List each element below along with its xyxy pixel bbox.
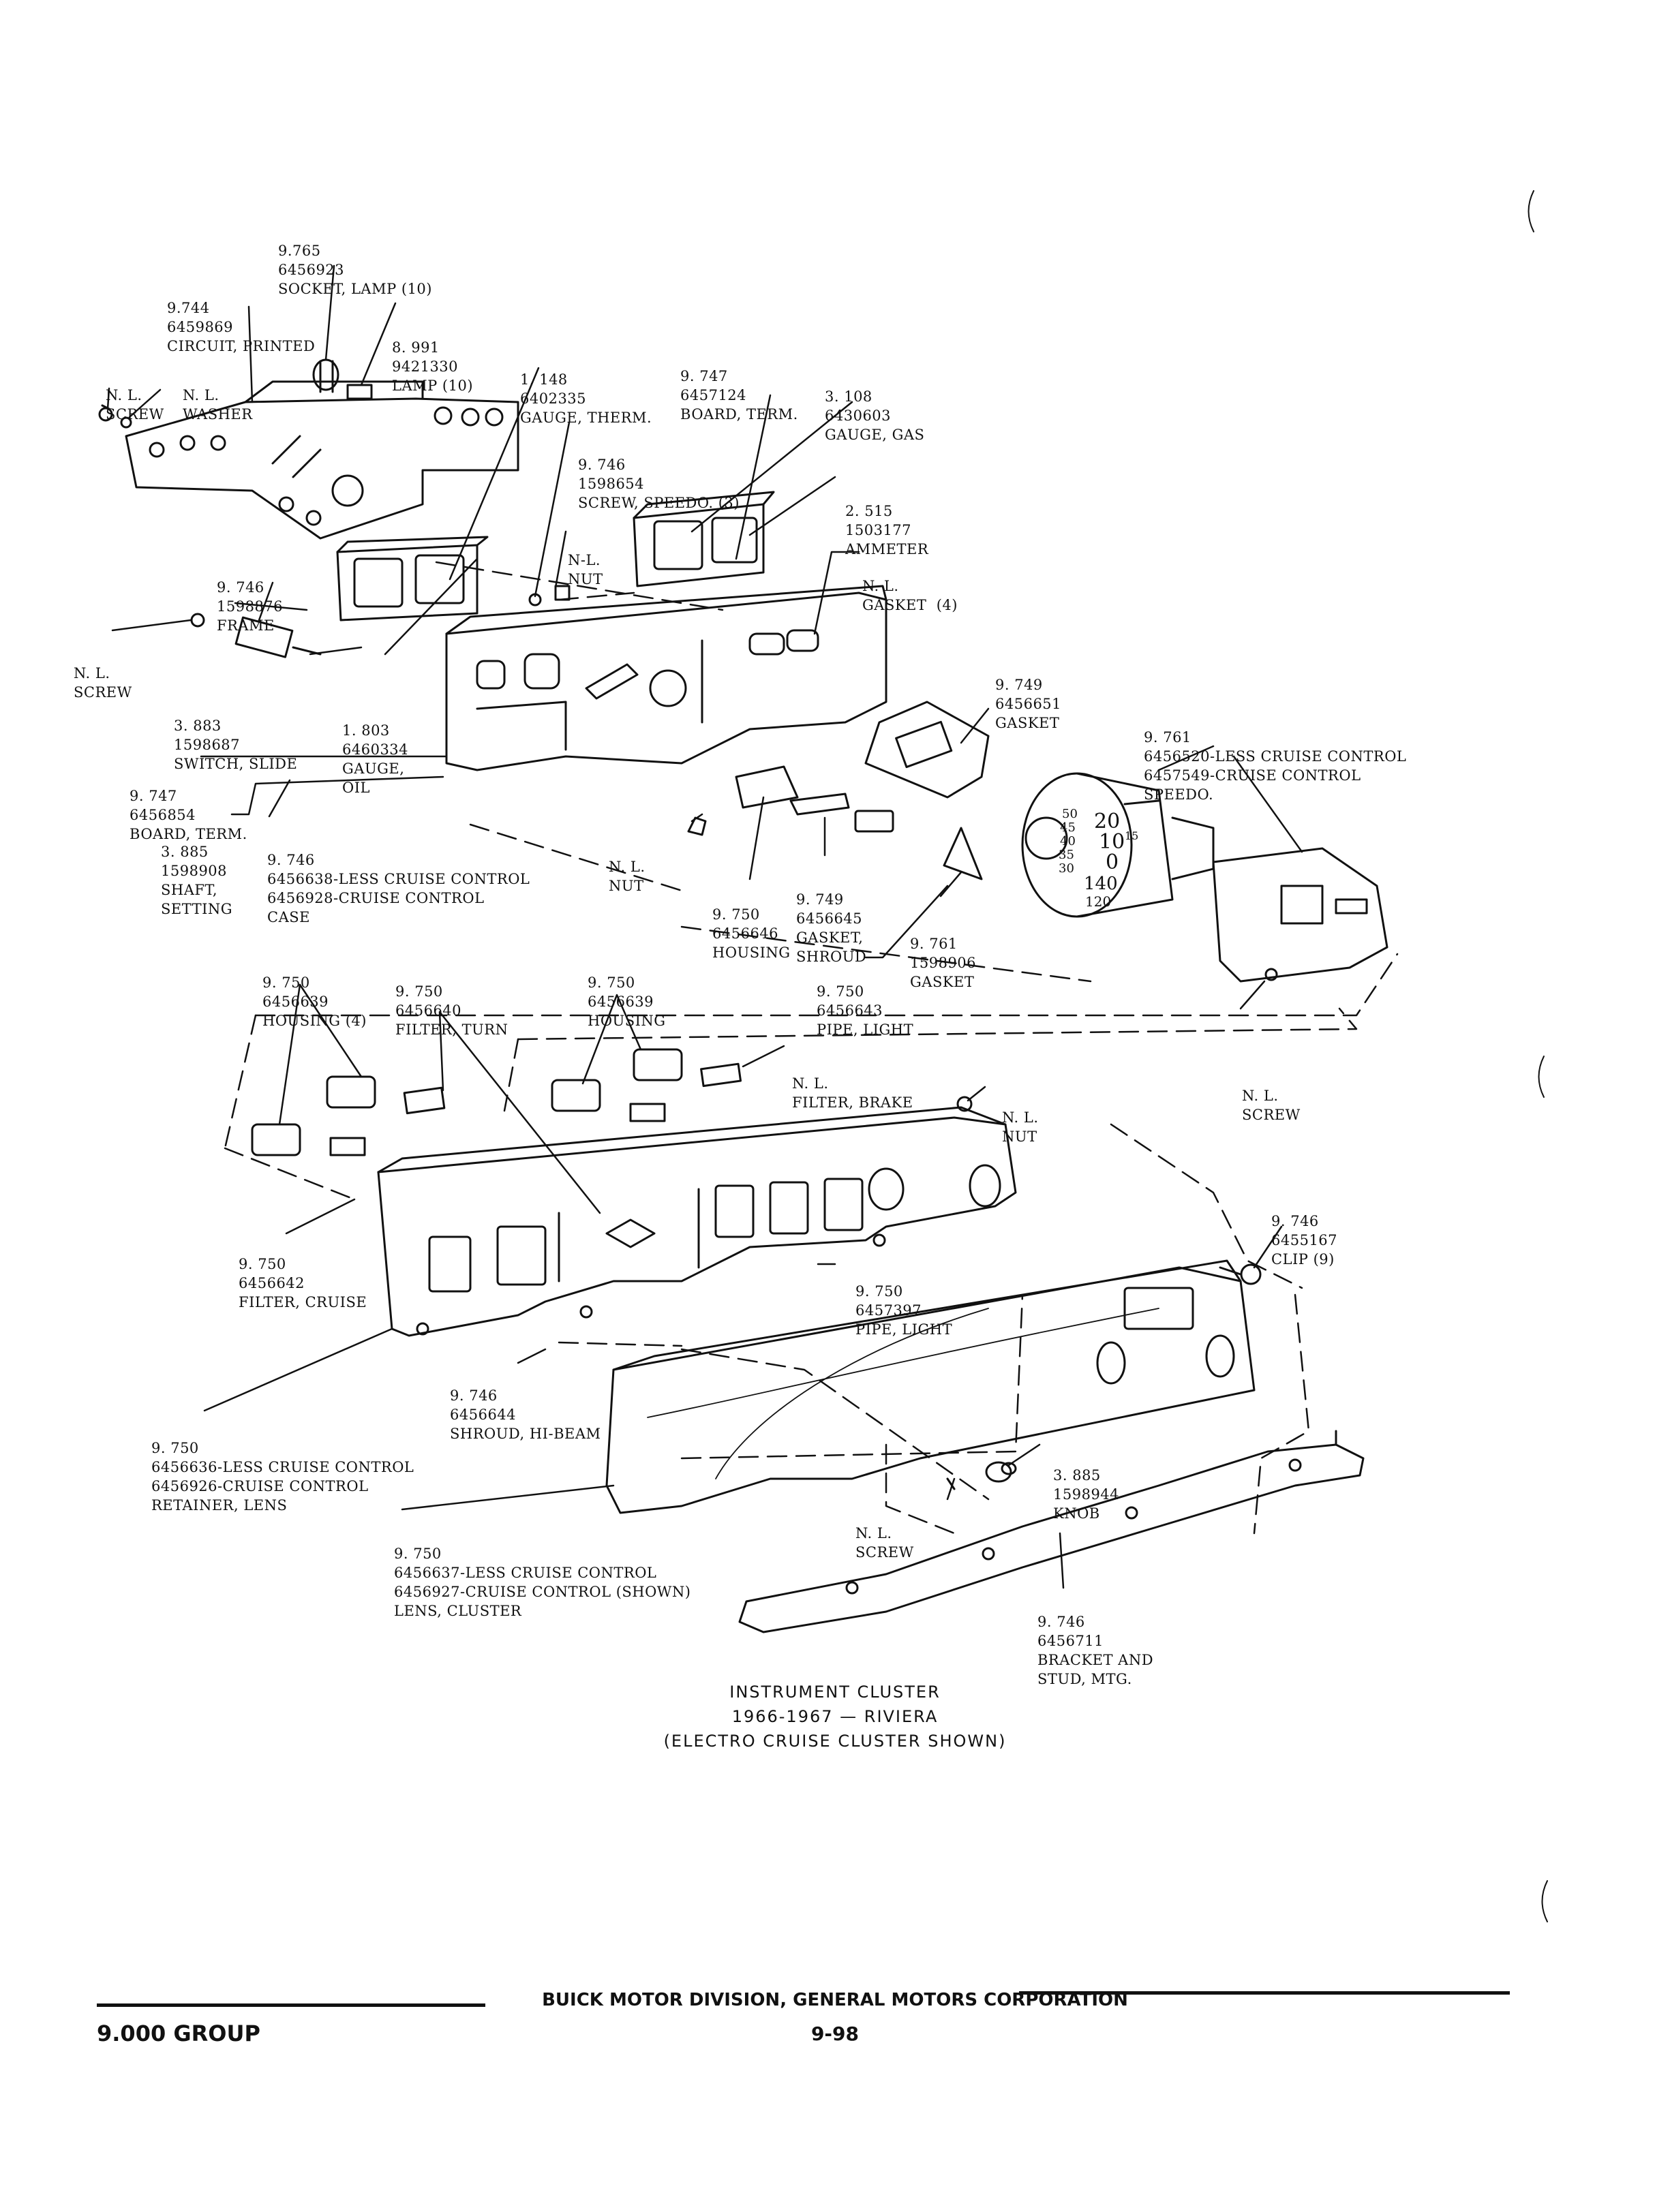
dial-30: 30 — [1059, 861, 1074, 876]
callout-nl-screw-top: N. L.SCREW — [106, 387, 164, 423]
page-marks — [1528, 190, 1548, 1922]
gasket-speedo — [864, 701, 990, 799]
housing-shroud — [735, 765, 894, 833]
lens-retainer — [377, 1106, 1017, 1337]
gasket-triangle — [943, 827, 983, 880]
callout-filter-brake: N. L.FILTER, BRAKE — [792, 1075, 913, 1111]
caption-line-2: 1966-1967 — RIVIERA — [731, 1707, 939, 1726]
leader-lines — [106, 264, 1303, 1589]
dial-15: 15 — [1125, 829, 1138, 842]
cluster-lens — [605, 1259, 1256, 1514]
housing-filters-right — [551, 1048, 742, 1122]
speedo-dial-numbers: 20 10 0 140 120 50 45 40 35 30 15 — [1059, 807, 1138, 910]
callout-nl-nut-top: N-L.NUT — [568, 552, 603, 587]
cluster-case — [445, 585, 887, 771]
hardware-nuts-screws — [528, 585, 1278, 1490]
dial-10: 10 — [1099, 830, 1125, 854]
dial-40: 40 — [1060, 834, 1076, 848]
footer-page-number: 9-98 — [810, 2023, 860, 2045]
knob — [985, 1461, 1017, 1483]
callout-nl-screw-left: N. L.SCREW — [74, 665, 132, 701]
callout-nl-nut-mid: N. L.NUT — [609, 859, 646, 894]
caption-line-1: INSTRUMENT CLUSTER — [729, 1683, 941, 1702]
housing-filters-left — [251, 1075, 446, 1156]
footer-group: 9.000 GROUP — [97, 2021, 260, 2046]
footer-rule-left — [97, 2003, 485, 2007]
footer-publisher: BUICK MOTOR DIVISION, GENERAL MOTORS COR… — [542, 1990, 1128, 2010]
dial-0: 0 — [1106, 850, 1119, 874]
clip — [1219, 1263, 1262, 1285]
caption-line-3: (ELECTRO CRUISE CLUSTER SHOWN) — [663, 1732, 1007, 1751]
gauge-oil-therm — [336, 536, 489, 621]
dial-20: 20 — [1094, 810, 1120, 833]
callout-nl-nut-lower: N. L.NUT — [1002, 1109, 1039, 1145]
callout-nl-gasket: N. L.GASKET (4) — [862, 578, 958, 613]
speedometer — [1021, 772, 1215, 918]
speedo-shroud — [1212, 847, 1388, 983]
dial-35: 35 — [1059, 848, 1074, 862]
dial-120: 120 — [1085, 893, 1111, 910]
callout-nl-washer: N. L.WASHER — [183, 387, 253, 423]
footer-rule-right — [1019, 1991, 1510, 1995]
dial-50: 50 — [1062, 807, 1078, 821]
dial-45: 45 — [1060, 820, 1076, 835]
printed-circuit-board — [125, 380, 519, 540]
mounting-bracket — [738, 1430, 1365, 1633]
callout-nl-screw-knob: N. L.SCREW — [855, 1525, 914, 1561]
dial-140: 140 — [1084, 874, 1118, 894]
callout-nl-screw-right: N. L.SCREW — [1242, 1088, 1301, 1123]
figure-caption: INSTRUMENT CLUSTER 1966-1967 — RIVIERA (… — [0, 1680, 1670, 1753]
